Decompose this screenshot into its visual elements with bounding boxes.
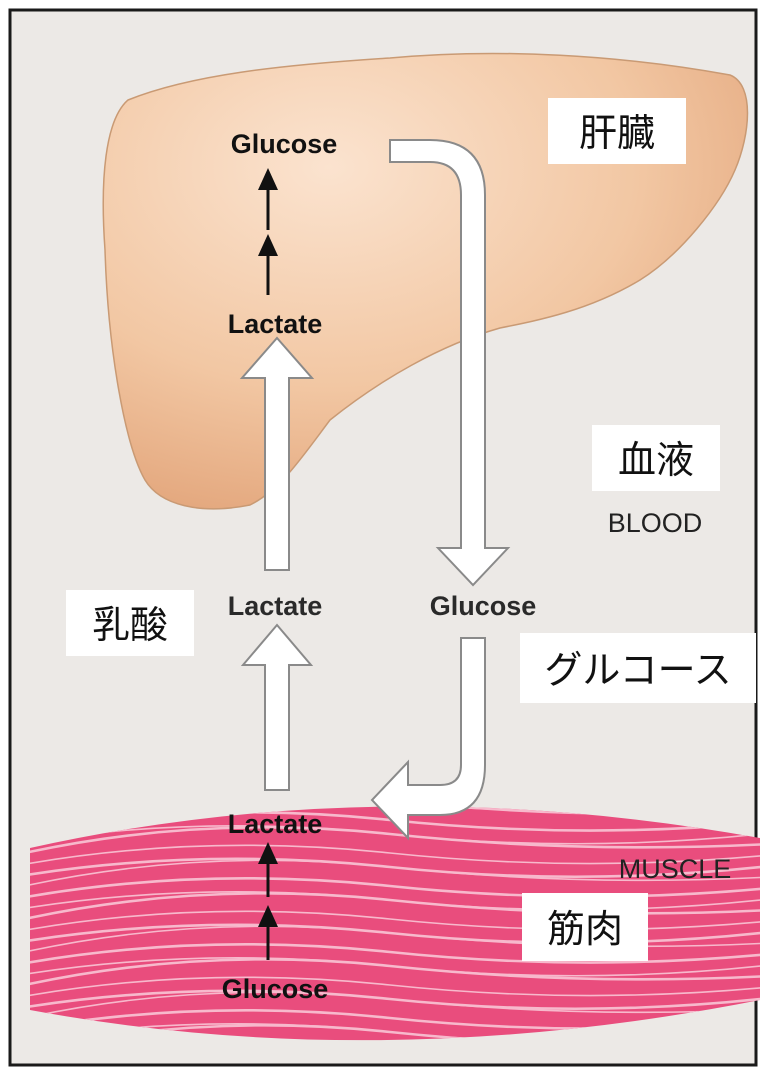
liver-glucose-label: Glucose: [231, 129, 338, 159]
jp-glucose-box: グルコース: [520, 633, 756, 703]
blood-glucose-label: Glucose: [430, 591, 537, 621]
jp-liver-box: 肝臓: [548, 98, 686, 164]
jp-glucose-label: グルコース: [544, 648, 731, 692]
jp-blood-label: 血液: [618, 438, 694, 482]
muscle-glucose-label: Glucose: [222, 974, 329, 1004]
jp-muscle-box: 筋肉: [522, 893, 648, 961]
muscle-region-label: MUSCLE: [619, 854, 732, 884]
jp-lactate-label: 乳酸: [92, 603, 168, 647]
blood-lactate-label: Lactate: [228, 591, 323, 621]
jp-lactate-box: 乳酸: [66, 590, 194, 656]
jp-blood-box: 血液: [592, 425, 720, 491]
jp-liver-label: 肝臓: [579, 111, 655, 155]
jp-muscle-label: 筋肉: [547, 907, 623, 951]
muscle-lactate-label: Lactate: [228, 809, 323, 839]
blood-region-label: BLOOD: [608, 508, 703, 538]
liver-lactate-label: Lactate: [228, 309, 323, 339]
